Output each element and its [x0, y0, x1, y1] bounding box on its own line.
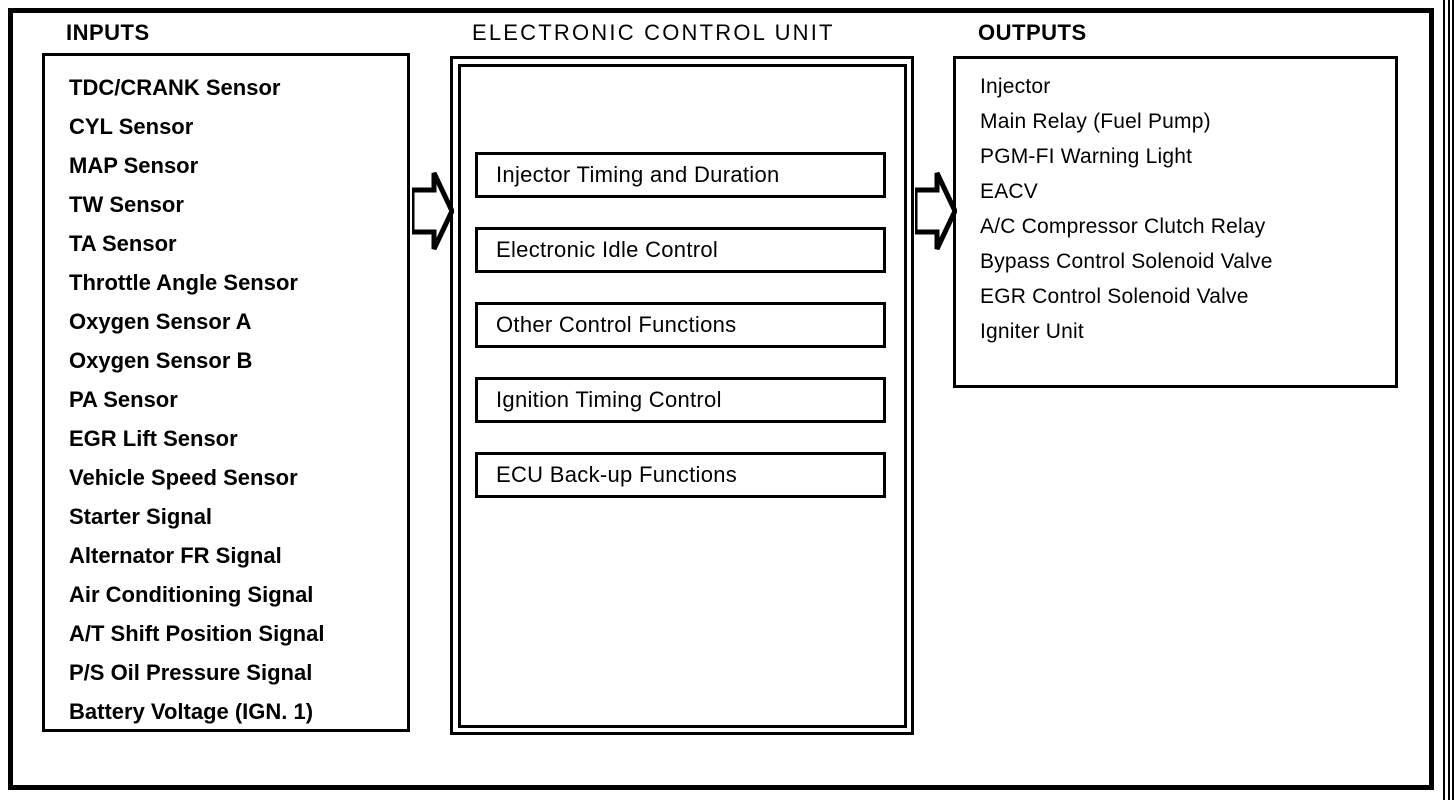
- list-item: Bypass Control Solenoid Valve: [980, 250, 1273, 273]
- outputs-panel: Injector Main Relay (Fuel Pump) PGM-FI W…: [953, 56, 1398, 388]
- ecu-function-box: Electronic Idle Control: [475, 227, 886, 273]
- list-item: EGR Control Solenoid Valve: [980, 285, 1249, 308]
- list-item: A/C Compressor Clutch Relay: [980, 215, 1266, 238]
- ecu-function-box: Ignition Timing Control: [475, 377, 886, 423]
- list-item: Alternator FR Signal: [69, 543, 282, 568]
- ecu-function-label: Electronic Idle Control: [496, 237, 719, 262]
- inputs-list: TDC/CRANK Sensor CYL Sensor MAP Sensor T…: [69, 68, 401, 731]
- inputs-heading: INPUTS: [66, 20, 150, 45]
- scan-artifact-line: [1443, 0, 1445, 800]
- list-item: Vehicle Speed Sensor: [69, 465, 298, 490]
- outer-page-frame: [8, 8, 1434, 790]
- ecu-function-label: Other Control Functions: [496, 312, 737, 337]
- list-item: TA Sensor: [69, 231, 177, 256]
- list-item: A/T Shift Position Signal: [69, 621, 325, 646]
- list-item: Throttle Angle Sensor: [69, 270, 298, 295]
- list-item: PA Sensor: [69, 387, 178, 412]
- list-item: TW Sensor: [69, 192, 184, 217]
- scan-artifact-line: [1448, 0, 1450, 800]
- outputs-list: Injector Main Relay (Fuel Pump) PGM-FI W…: [980, 69, 1389, 349]
- list-item: Injector: [980, 75, 1051, 98]
- outputs-heading: OUTPUTS: [978, 20, 1087, 45]
- list-item: Oxygen Sensor B: [69, 348, 253, 373]
- list-item: EGR Lift Sensor: [69, 426, 238, 451]
- ecu-function-box: Other Control Functions: [475, 302, 886, 348]
- arrow-right-icon: [409, 168, 455, 259]
- arrow-right-icon: [912, 168, 958, 259]
- list-item: Oxygen Sensor A: [69, 309, 252, 334]
- ecu-function-label: ECU Back-up Functions: [496, 462, 738, 487]
- ecu-function-box: ECU Back-up Functions: [475, 452, 886, 498]
- list-item: Starter Signal: [69, 504, 213, 529]
- list-item: CYL Sensor: [69, 114, 194, 139]
- list-item: MAP Sensor: [69, 153, 199, 178]
- list-item: Air Conditioning Signal: [69, 582, 314, 607]
- list-item: EACV: [980, 180, 1038, 203]
- list-item: TDC/CRANK Sensor: [69, 75, 281, 100]
- list-item: P/S Oil Pressure Signal: [69, 660, 313, 685]
- ecu-inner-frame: [458, 64, 907, 728]
- ecu-function-label: Injector Timing and Duration: [496, 162, 780, 187]
- list-item: Battery Voltage (IGN. 1): [69, 699, 314, 724]
- ecu-function-box: Injector Timing and Duration: [475, 152, 886, 198]
- ecu-heading: ELECTRONIC CONTROL UNIT: [472, 20, 835, 45]
- list-item: Main Relay (Fuel Pump): [980, 110, 1211, 133]
- ecu-function-list: Injector Timing and Duration Electronic …: [475, 152, 886, 527]
- scan-artifact-line: [1452, 0, 1454, 800]
- list-item: PGM-FI Warning Light: [980, 145, 1193, 168]
- ecu-outer-frame: [450, 56, 914, 735]
- list-item: Igniter Unit: [980, 320, 1084, 343]
- inputs-panel: TDC/CRANK Sensor CYL Sensor MAP Sensor T…: [42, 53, 410, 732]
- ecu-function-label: Ignition Timing Control: [496, 387, 722, 412]
